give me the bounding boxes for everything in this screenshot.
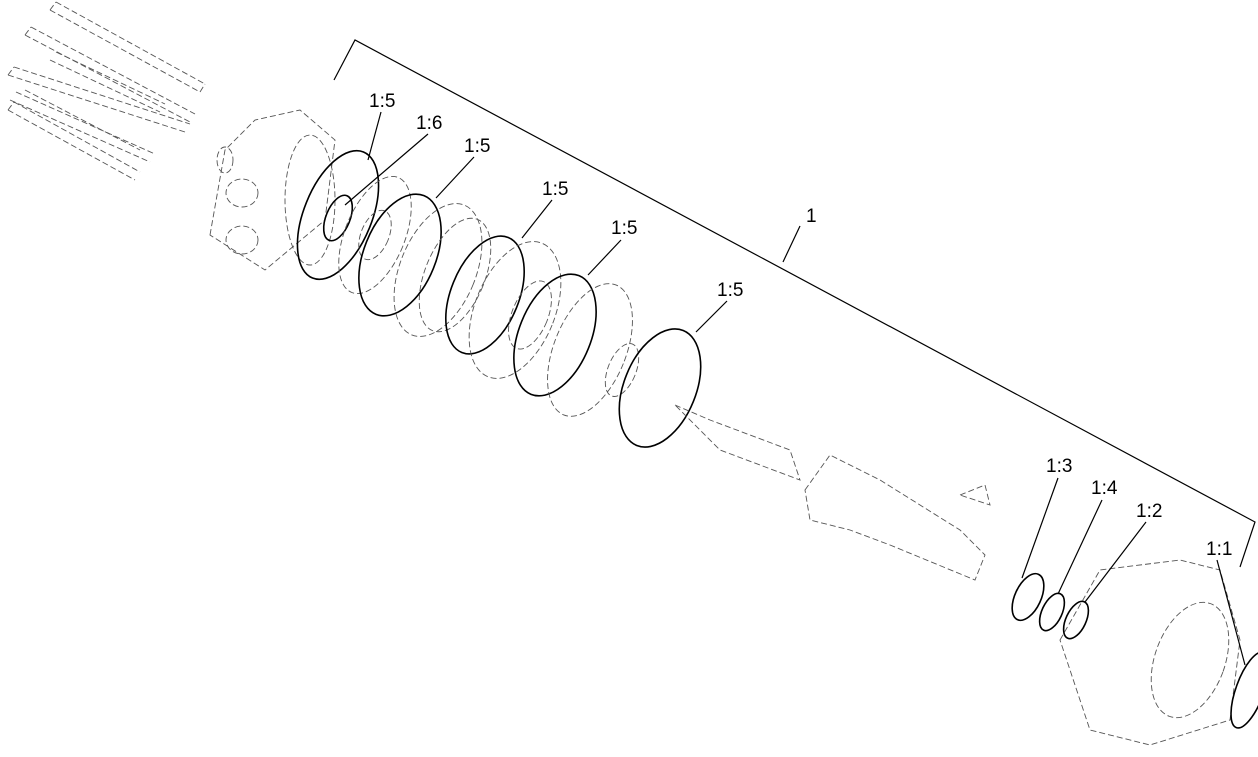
- assembly-bracket: [333, 39, 1256, 568]
- callout-label: 1:1: [1206, 539, 1232, 560]
- bolts: [7, 1, 206, 181]
- shaft: [674, 404, 991, 581]
- callout-label: 1:5: [542, 179, 568, 200]
- callout-label: 1:3: [1046, 456, 1072, 477]
- seal-ring-shape: [322, 194, 354, 242]
- o-ring-c-shape: [445, 235, 525, 355]
- parts-stack: [296, 149, 702, 448]
- small-seals: [1011, 572, 1090, 640]
- o-ring-e-shape: [618, 328, 702, 448]
- callout-label: 1:5: [717, 280, 743, 301]
- o-ring-d-shape: [513, 273, 597, 397]
- callout-label: 1:2: [1136, 501, 1162, 522]
- callout-label: 1:5: [464, 136, 490, 157]
- callout-label: 1:4: [1091, 478, 1118, 499]
- leader-1: [782, 225, 801, 263]
- callout-label: 1:5: [369, 91, 395, 112]
- callout-label: 1:5: [611, 218, 637, 239]
- o-ring-b-shape: [358, 193, 442, 317]
- callout-label: 1:6: [416, 113, 442, 134]
- port-end-cap: [209, 109, 336, 271]
- assembly-label: 1: [806, 206, 817, 227]
- mounting-flange-housing: [1059, 559, 1258, 746]
- o-ring-a-shape: [296, 149, 380, 281]
